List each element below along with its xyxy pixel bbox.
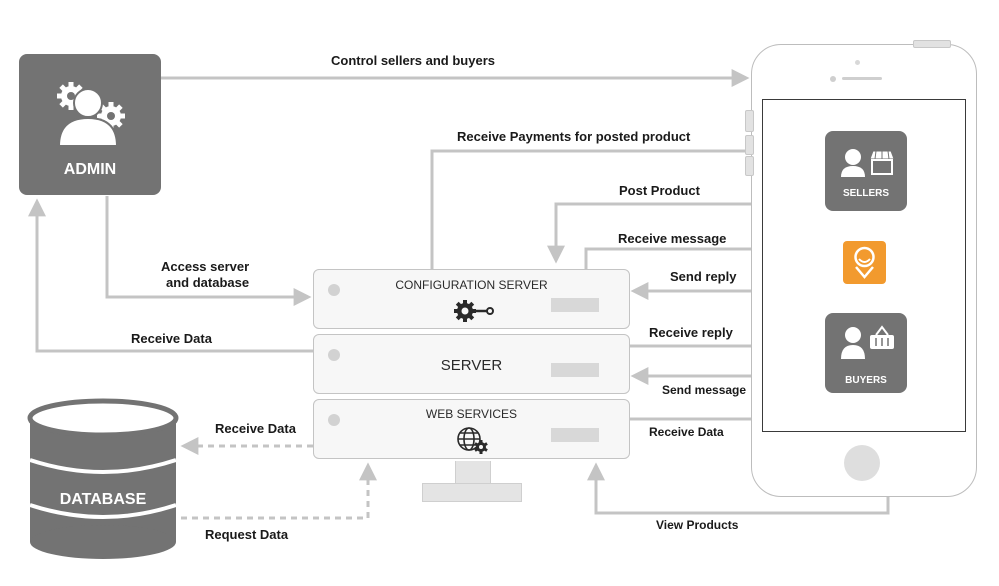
label-post-product: Post Product xyxy=(619,183,700,198)
admin-gears-icon xyxy=(57,82,125,147)
label-request-data: Request Data xyxy=(205,527,289,542)
arrow-request-data xyxy=(181,462,377,520)
phone-speaker xyxy=(842,77,882,80)
label-receive-message: Receive message xyxy=(618,231,727,246)
admin-label: ADMIN xyxy=(63,161,117,178)
server-stand-base xyxy=(422,483,522,502)
buyer-basket-icon xyxy=(841,325,894,359)
label-access-server: Access server xyxy=(161,259,250,274)
buyers-node: BUYERS xyxy=(825,313,907,393)
label-view-products: View Products xyxy=(656,518,739,532)
phone-side-button-3 xyxy=(745,156,754,176)
status-dot xyxy=(328,349,340,361)
admin-node: ADMIN xyxy=(19,54,161,195)
sellers-node: SELLERS xyxy=(825,131,907,211)
drive-slot xyxy=(551,298,599,312)
seller-store-icon xyxy=(841,149,895,177)
drive-slot xyxy=(551,363,599,377)
label-and-database: and database xyxy=(166,275,250,290)
label-receive-payments: Receive Payments for posted product xyxy=(457,129,691,144)
arrow-receive-payments xyxy=(430,142,824,270)
database-label: DATABASE xyxy=(59,491,147,508)
label-receive-data-admin: Receive Data xyxy=(131,331,212,346)
phone-sensor xyxy=(855,60,860,65)
arrow-access-server xyxy=(105,196,312,306)
label-receive-data-buyers: Receive Data xyxy=(649,425,724,439)
phone-side-button-1 xyxy=(745,110,754,132)
arrow-post-product xyxy=(547,202,825,264)
server-label: SERVER xyxy=(440,357,503,374)
status-dot xyxy=(328,284,340,296)
app-logo-icon xyxy=(843,241,886,284)
web-services-panel: WEB SERVICES xyxy=(313,399,630,459)
label-send-reply: Send reply xyxy=(670,269,737,284)
drive-slot xyxy=(551,428,599,442)
label-control: Control sellers and buyers xyxy=(331,53,495,68)
arrow-receive-data-admin xyxy=(28,198,313,353)
configuration-server-panel: CONFIGURATION SERVER xyxy=(313,269,630,329)
globe-gear-icon xyxy=(457,427,488,454)
buyers-label: BUYERS xyxy=(845,375,887,386)
phone-side-button-top xyxy=(913,40,951,48)
label-receive-data-db: Receive Data xyxy=(215,421,296,436)
key-gear-icon xyxy=(454,300,494,322)
configuration-server-label: CONFIGURATION SERVER xyxy=(395,278,548,292)
status-dot xyxy=(328,414,340,426)
phone-camera xyxy=(830,76,836,82)
server-panel: SERVER xyxy=(313,334,630,394)
sellers-label: SELLERS xyxy=(842,188,890,199)
label-send-message: Send message xyxy=(662,383,747,397)
web-services-label: WEB SERVICES xyxy=(425,407,518,421)
label-receive-reply: Receive reply xyxy=(649,325,733,340)
phone-home-button xyxy=(844,445,880,481)
phone-side-button-2 xyxy=(745,135,754,155)
